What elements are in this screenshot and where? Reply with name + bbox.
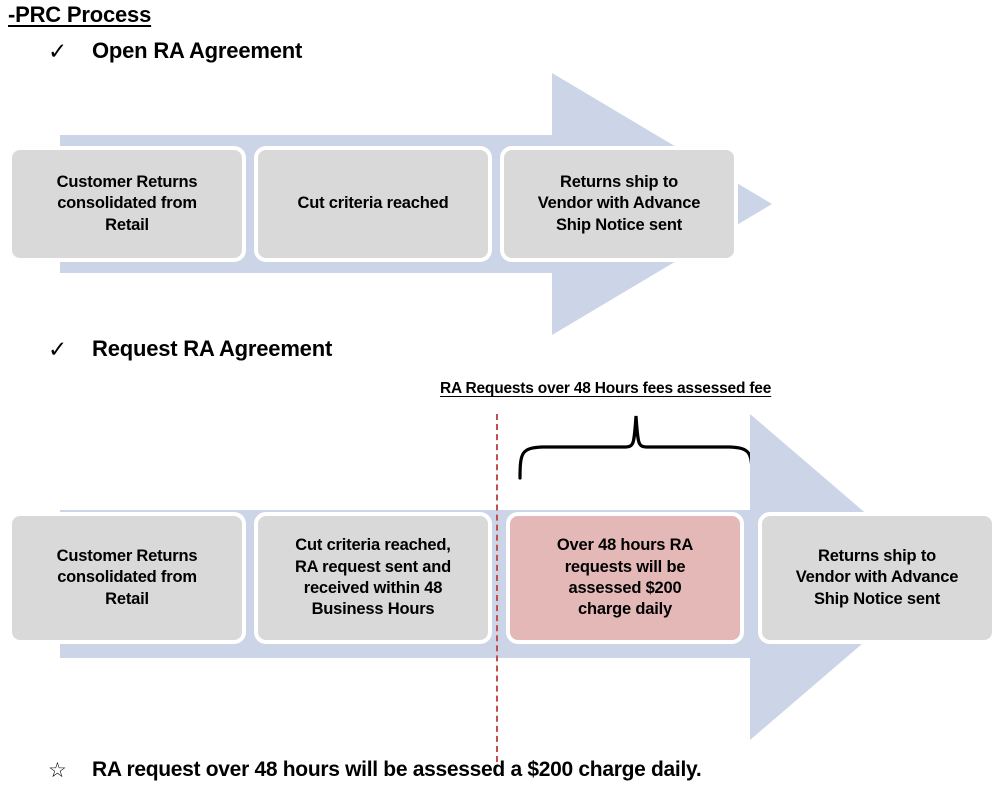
step-box: Customer Returns consolidated from Retai… [8,512,246,644]
step-box: Cut criteria reached [254,146,492,262]
step-box: Returns ship to Vendor with Advance Ship… [758,512,996,644]
section-heading-label: Request RA Agreement [92,336,333,361]
curly-brace-icon [516,412,756,485]
star-icon: ☆ [48,758,67,782]
threshold-divider-line [496,414,498,762]
checkmark-icon: ✓ [48,37,68,64]
step-box: Cut criteria reached, RA request sent an… [254,512,492,644]
footnote-label: RA request over 48 hours will be assesse… [92,758,702,781]
footnote: ☆ RA request over 48 hours will be asses… [48,758,702,782]
process-arrow-2 [60,414,940,740]
section-heading-request-ra: ✓ Request RA Agreement [48,336,332,362]
step-box: Customer Returns consolidated from Retai… [8,146,246,262]
section-heading-open-ra: ✓ Open RA Agreement [48,38,302,64]
step-box: Returns ship to Vendor with Advance Ship… [500,146,738,262]
checkmark-icon: ✓ [48,335,68,362]
page-title: -PRC Process [8,2,152,27]
section-heading-label: Open RA Agreement [92,38,303,63]
annotation-note: RA Requests over 48 Hours fees assessed … [440,380,772,397]
step-box-highlighted: Over 48 hours RA requests will be assess… [506,512,744,644]
